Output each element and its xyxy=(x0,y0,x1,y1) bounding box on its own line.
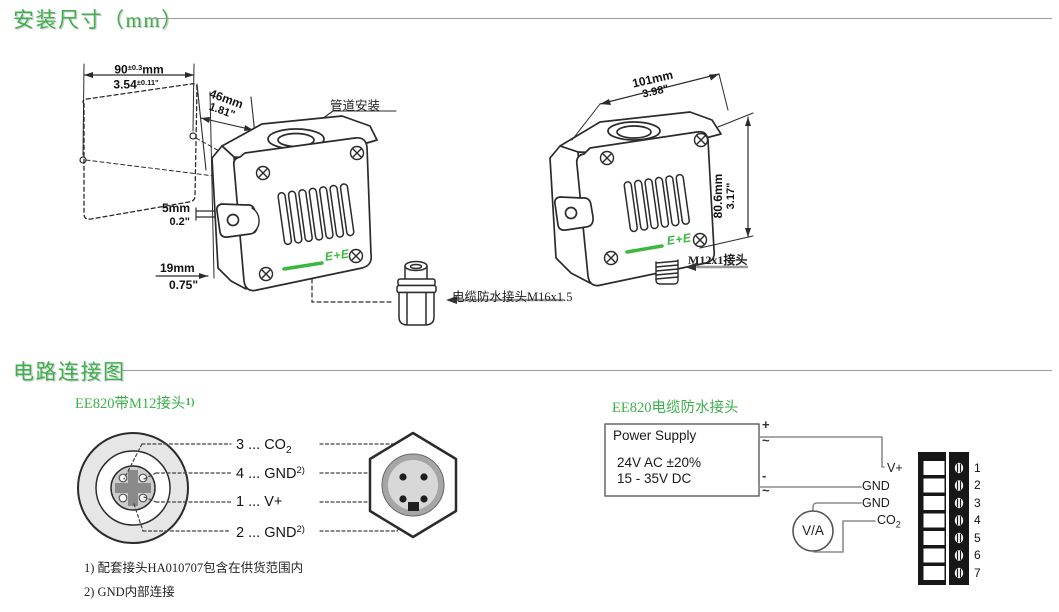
wire-label-vplus: V+ xyxy=(887,461,903,475)
wall-plate-outline xyxy=(82,83,198,220)
terminal-number-1: 1 xyxy=(974,461,981,475)
m12-socket-face xyxy=(77,432,189,544)
m12-connector-label: M12x1接头 xyxy=(688,253,748,267)
power-supply-spec1: 24V AC ±20% xyxy=(617,455,701,470)
wires xyxy=(758,436,885,553)
cable-gland-drawing xyxy=(396,260,437,326)
m12-plug-face xyxy=(368,431,458,539)
dim-label-tab: 5mm 0.2" xyxy=(161,201,190,228)
pin-label-1-vplus: 1 ... V+ xyxy=(236,494,283,510)
footnote-2: 2) GND内部连接 xyxy=(84,585,175,599)
grille xyxy=(623,173,690,233)
mount-hole-left xyxy=(79,156,87,164)
meter-circle xyxy=(792,510,834,552)
screws xyxy=(255,145,365,282)
right-device-drawing xyxy=(549,111,722,287)
dim-101mm xyxy=(571,73,729,141)
wire-label-gnd-a: GND xyxy=(862,479,890,493)
variant-title-m12: EE820带M12接头1) xyxy=(75,396,195,412)
power-supply-box xyxy=(604,423,760,497)
dim-90mm xyxy=(82,63,195,156)
grille xyxy=(277,183,355,246)
pin-leaders xyxy=(123,443,423,532)
section-title-wiring: 电路连接图 xyxy=(13,360,126,384)
pin-label-3-co2: 3 ... CO2 xyxy=(236,437,292,456)
dim-label-base-mm: 19mm xyxy=(160,261,195,275)
terminal-number-2: 2 xyxy=(974,478,981,492)
footnote-1: 1) 配套接头HA010707包含在供货范围内 xyxy=(84,561,304,575)
variant-title-gland: EE820电缆防水接头 xyxy=(612,400,739,416)
terminal-number-4: 4 xyxy=(974,513,981,527)
tilde-symbol-top: ~ xyxy=(762,433,770,448)
pin-label-4-gnd: 4 ... GND2) xyxy=(236,465,305,482)
screws xyxy=(599,132,709,266)
mount-hole-right xyxy=(189,132,197,140)
minus-symbol: - xyxy=(762,468,767,483)
terminal-number-3: 3 xyxy=(974,496,981,510)
wire-label-gnd-b: GND xyxy=(862,496,890,510)
terminal-number-6: 6 xyxy=(974,548,981,562)
meter-label: V/A xyxy=(802,523,824,538)
duct-mount-label: 管道安装 xyxy=(330,99,381,113)
dim-80-6mm xyxy=(699,112,754,249)
power-supply-spec2: 15 - 35V DC xyxy=(617,471,692,486)
section-rule xyxy=(122,370,1052,371)
m12-connector-stub xyxy=(655,259,679,285)
wire-label-co2: CO2 xyxy=(877,513,901,530)
dim-label-base-in: 0.75" xyxy=(169,278,199,292)
terminal-block xyxy=(918,452,969,585)
terminal-number-5: 5 xyxy=(974,531,981,545)
plus-symbol: + xyxy=(762,417,770,432)
section-rule xyxy=(150,18,1052,19)
section-title-mounting: 安装尺寸（mm） xyxy=(13,8,184,32)
dim-label-hole-spacing-mm: 90±0.3mm xyxy=(114,62,164,77)
power-supply-title: Power Supply xyxy=(613,428,697,443)
m12-label-arrow xyxy=(685,263,749,271)
dim-label-hole-spacing-in: 3.54±0.11" xyxy=(113,77,159,92)
dim-19mm xyxy=(155,273,209,279)
left-device-drawing xyxy=(211,115,393,303)
pin-label-2-gnd: 2 ... GND2) xyxy=(236,524,305,541)
cable-gland-label: 电缆防水接头M16x1.5 xyxy=(452,290,573,304)
dim-label-height: 80.6mm 3.17" xyxy=(711,173,737,219)
terminal-number-7: 7 xyxy=(974,566,981,580)
tilde-symbol-bottom: ~ xyxy=(762,483,770,498)
cable-gland-arrow xyxy=(446,296,565,304)
